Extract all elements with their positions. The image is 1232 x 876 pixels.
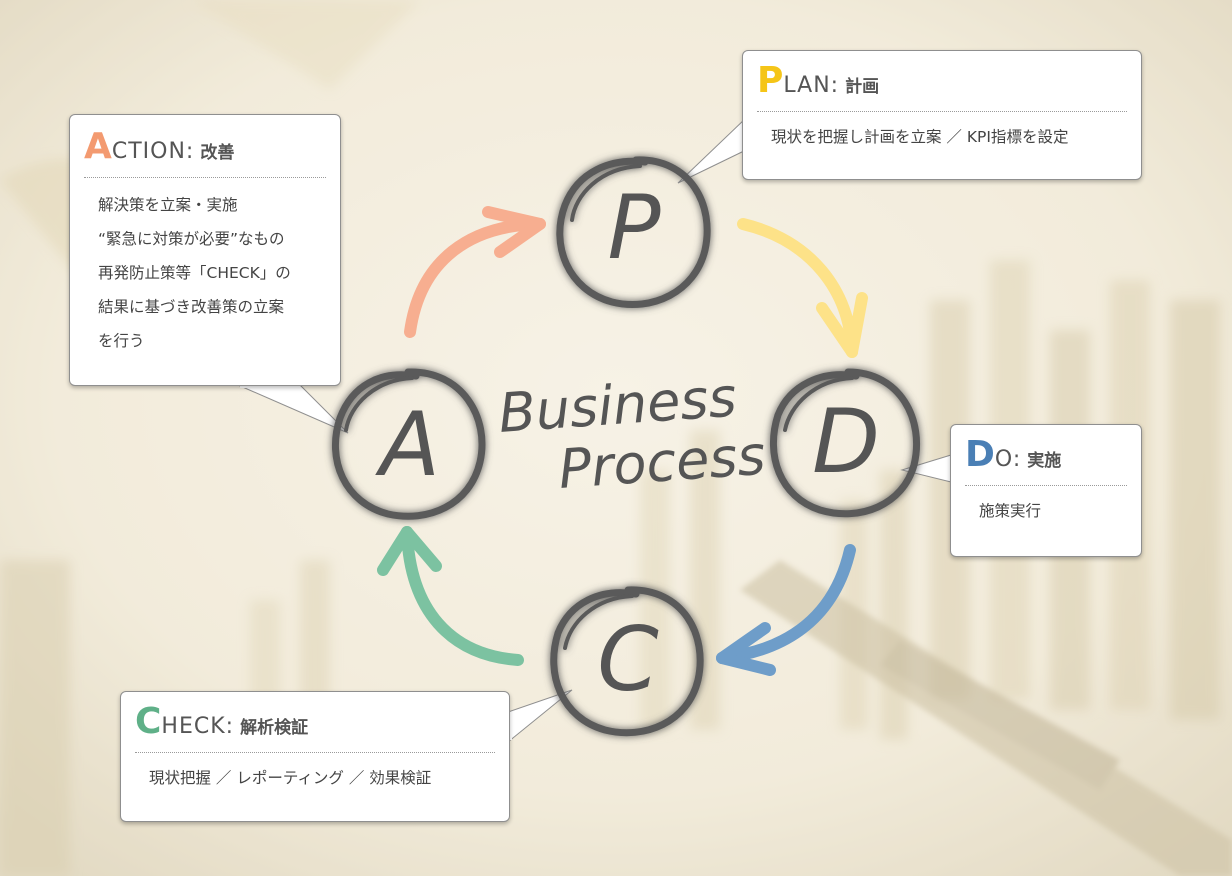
check-callout-body: 現状把握 ／ レポーティング ／ 効果検証 bbox=[149, 761, 509, 795]
plan-line: 現状を把握し計画を立案 ／ KPI指標を設定 bbox=[771, 128, 1069, 146]
do-circle bbox=[769, 368, 921, 518]
plan-title-jp: 計画 bbox=[845, 77, 880, 97]
check-circle bbox=[550, 586, 704, 737]
arrow-do-to-check bbox=[716, 544, 856, 676]
do-callout: DO:実施 施策実行 bbox=[950, 424, 1142, 557]
do-callout-body: 施策実行 bbox=[979, 494, 1141, 528]
do-title-jp: 実施 bbox=[1027, 451, 1062, 471]
plan-letter: P bbox=[607, 176, 660, 279]
plan-callout-body: 現状を把握し計画を立案 ／ KPI指標を設定 bbox=[771, 120, 1141, 154]
plan-title-rest: LAN: bbox=[783, 73, 840, 98]
arrow-check-to-action bbox=[377, 526, 524, 666]
arrow-plan-to-do bbox=[737, 218, 868, 358]
action-title-jp: 改善 bbox=[200, 143, 235, 163]
action-line: 結果に基づき改善策の立案 bbox=[98, 298, 285, 316]
do-letter: D bbox=[812, 390, 880, 493]
action-callout-body: 解決策を立案・実施 “緊急に対策が必要”なもの 再発防止策等「CHECK」の 結… bbox=[98, 188, 340, 358]
action-line: 再発防止策等「CHECK」の bbox=[98, 264, 291, 282]
action-callout: ACTION:改善 解決策を立案・実施 “緊急に対策が必要”なもの 再発防止策等… bbox=[69, 114, 341, 386]
action-initial: A bbox=[84, 126, 112, 167]
check-initial: C bbox=[135, 701, 162, 742]
arrow-action-to-plan bbox=[404, 206, 546, 338]
check-callout-title: CHECK:解析検証 bbox=[135, 704, 495, 753]
plan-initial: P bbox=[757, 60, 784, 101]
check-line: 現状把握 ／ レポーティング ／ 効果検証 bbox=[149, 769, 432, 787]
plan-callout: PLAN:計画 現状を把握し計画を立案 ／ KPI指標を設定 bbox=[742, 50, 1142, 180]
do-line: 施策実行 bbox=[979, 502, 1042, 520]
plan-circle bbox=[556, 156, 711, 309]
do-title-rest: O: bbox=[994, 447, 1022, 472]
check-title-rest: HECK: bbox=[161, 714, 235, 739]
check-letter: C bbox=[597, 608, 659, 711]
action-circle bbox=[332, 368, 486, 520]
action-callout-title: ACTION:改善 bbox=[84, 129, 326, 178]
check-callout: CHECK:解析検証 現状把握 ／ レポーティング ／ 効果検証 bbox=[120, 691, 510, 822]
action-line: を行う bbox=[98, 332, 145, 350]
plan-callout-title: PLAN:計画 bbox=[757, 63, 1127, 112]
action-callout-pointer bbox=[237, 384, 349, 434]
do-initial: D bbox=[965, 434, 995, 475]
check-title-jp: 解析検証 bbox=[240, 718, 309, 738]
action-letter: A bbox=[375, 393, 440, 496]
plan-callout-pointer bbox=[677, 116, 747, 184]
action-line: “緊急に対策が必要”なもの bbox=[98, 230, 285, 248]
action-title-rest: CTION: bbox=[111, 139, 195, 164]
action-line: 解決策を立案・実施 bbox=[98, 196, 238, 214]
do-callout-title: DO:実施 bbox=[965, 437, 1127, 486]
diagram-title-line2: Process bbox=[557, 424, 768, 501]
